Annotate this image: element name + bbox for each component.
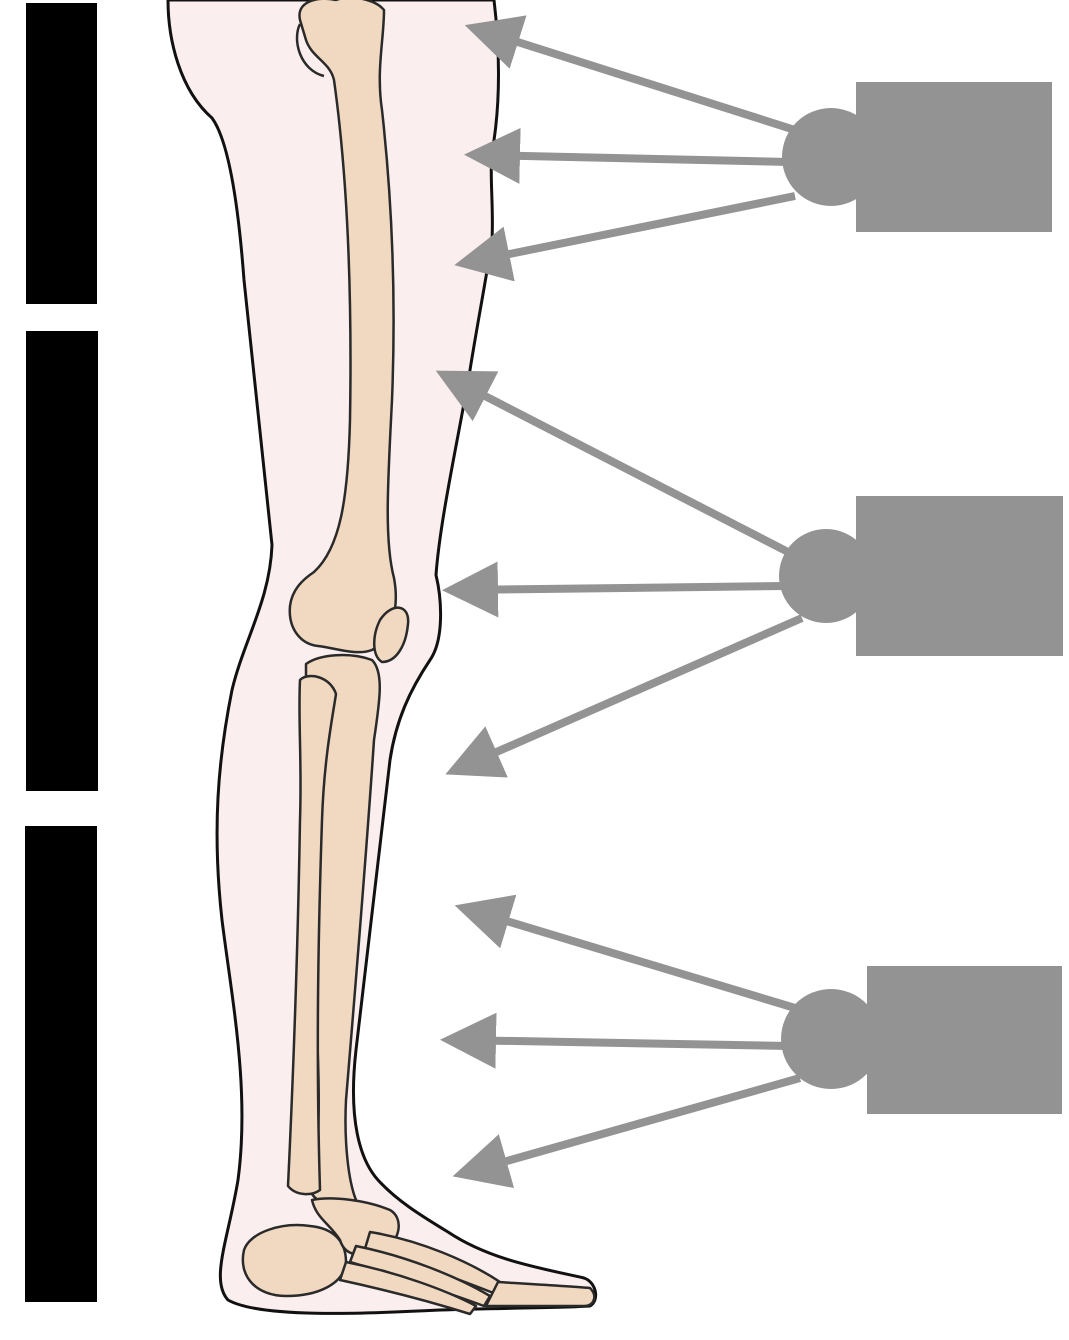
- region-bars: [25, 3, 98, 1302]
- label-arrow: [435, 370, 792, 557]
- label-box-lower-leg[interactable]: [867, 966, 1062, 1114]
- label-dot-lower-leg: [781, 989, 881, 1089]
- label-placeholders: [779, 82, 1063, 1114]
- bones: [241, 0, 596, 1316]
- metatarsal-bone: [338, 1260, 478, 1316]
- label-arrow: [454, 192, 796, 282]
- knee-label-group: [435, 370, 804, 778]
- label-arrow: [454, 894, 797, 1012]
- label-arrow: [464, 127, 791, 184]
- region-bar-knee: [26, 331, 98, 791]
- region-bar-lower-leg: [25, 826, 97, 1302]
- label-arrow: [442, 561, 786, 618]
- femur-head: [295, 23, 325, 78]
- label-arrow: [464, 15, 797, 134]
- label-box-thigh[interactable]: [856, 82, 1052, 232]
- region-bar-thigh: [26, 3, 97, 304]
- label-dot-thigh: [782, 108, 880, 206]
- label-dot-knee: [779, 529, 873, 623]
- label-box-knee[interactable]: [856, 496, 1063, 656]
- lower-leg-label-group: [440, 894, 802, 1189]
- calcaneus-bone: [241, 1223, 348, 1298]
- fibula-bone: [286, 674, 338, 1196]
- label-arrow: [452, 1074, 802, 1189]
- label-arrow: [440, 1012, 791, 1069]
- toe-phalanges: [484, 1280, 596, 1308]
- thigh-label-group: [454, 15, 797, 282]
- label-arrow: [445, 614, 804, 778]
- patella-bone: [373, 606, 410, 664]
